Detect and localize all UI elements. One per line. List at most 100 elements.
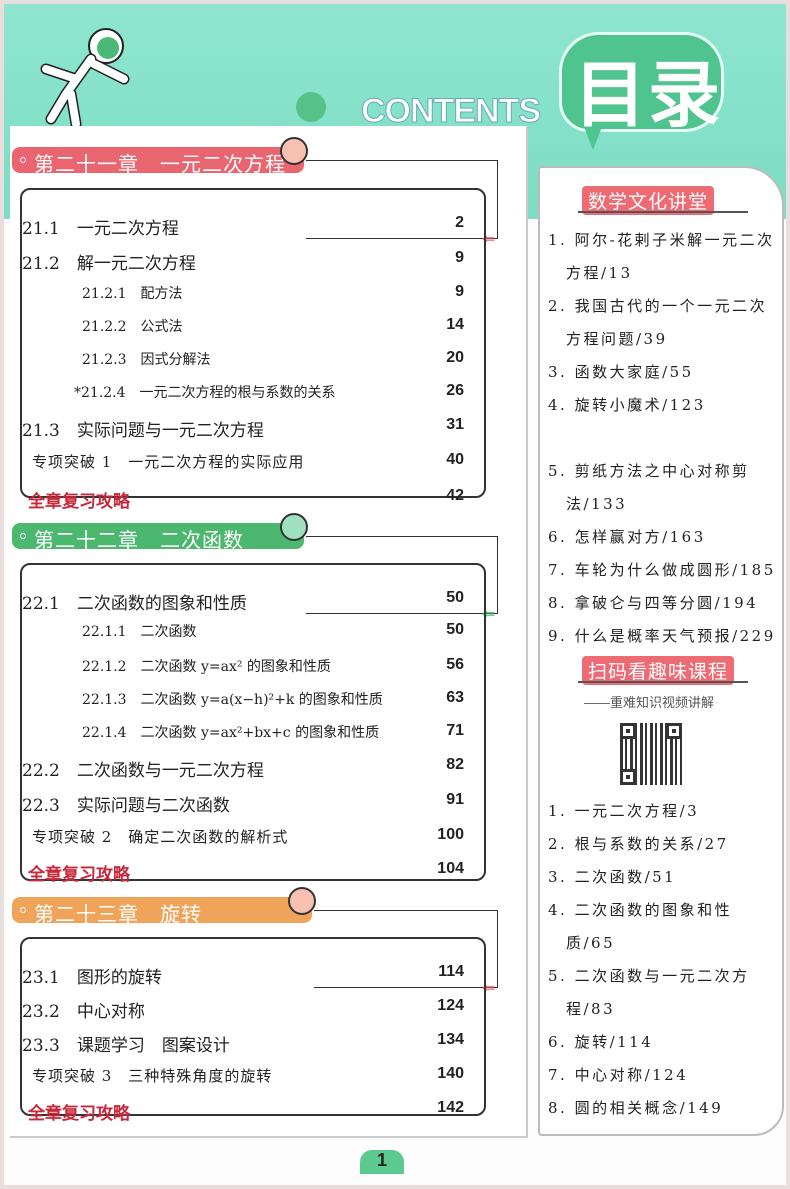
connector-line (314, 910, 498, 988)
videos-title: 扫码看趣味课程 (582, 656, 735, 685)
videos-item[interactable]: 4. 二次函数的图象和性质/65 (548, 901, 733, 952)
entry-title: 全章复习攻略 (28, 492, 130, 511)
chapter-header[interactable]: 第二十二章 二次函数 (12, 523, 304, 552)
qr-code[interactable] (620, 723, 682, 785)
entry-title: 专项突破 2 确定二次函数的解析式 (32, 828, 289, 846)
entry-title: 21.2.3 因式分解法 (82, 352, 211, 368)
videos-subtitle: ——重难知识视频讲解 (584, 695, 715, 710)
toc-entry[interactable]: 21.2.2 公式法 14 (82, 316, 464, 338)
entry-title: 23.3 课题学习 图案设计 (22, 1036, 230, 1056)
title-bubble-tail (579, 114, 607, 150)
culture-title: 数学文化讲堂 (582, 186, 715, 215)
chapter-panel (10, 126, 528, 1138)
chapter-mascot-icon (288, 887, 316, 915)
bullet-icon (20, 157, 26, 163)
chapter-header[interactable]: 第二十三章 旋转 (12, 897, 312, 926)
videos-item[interactable]: 5. 二次函数与一元二次方程/83 (548, 967, 750, 1018)
culture-item[interactable]: 4. 旋转小魔术/123 (548, 396, 706, 414)
videos-title-underline (578, 681, 748, 683)
entry-title: 21.1 一元二次方程 (22, 219, 179, 239)
entry-page-number: 14 (446, 316, 464, 333)
videos-item[interactable]: 1. 一元二次方程/3 (548, 802, 700, 820)
toc-entry[interactable]: 专项突破 1 一元二次方程的实际应用 40 (32, 451, 464, 473)
entry-page-number: 20 (446, 349, 464, 366)
entry-page-number: 9 (455, 249, 464, 266)
sidebar-panel: 数学文化讲堂 1. 阿尔-花剌子米解一元二次方程/13 2. 我国古代的一个一元二… (538, 166, 784, 1136)
chapter-title: 第二十三章 旋转 (34, 904, 202, 926)
entry-page-number: 31 (446, 416, 464, 433)
culture-item[interactable]: 5. 剪纸方法之中心对称剪法/133 (548, 462, 750, 513)
chapter-box (20, 937, 486, 1116)
entry-page-number: 40 (446, 451, 464, 468)
entry-page-number: 42 (446, 487, 464, 504)
toc-entry[interactable]: 21.1 一元二次方程 2 (22, 214, 464, 239)
culture-item[interactable]: 7. 车轮为什么做成圆形/185 (548, 561, 776, 579)
chapter-mascot-icon (280, 513, 308, 541)
entry-page-number: 2 (455, 214, 464, 231)
entry-title: 22.1.4 二次函数 y=ax²+bx+c 的图象和性质 (82, 725, 380, 741)
culture-item[interactable]: 2. 我国古代的一个一元二次方程问题/39 (548, 297, 768, 348)
entry-page-number: 71 (446, 722, 464, 739)
toc-entry[interactable]: 全章复习攻略 42 (28, 487, 464, 511)
qr-finder (620, 723, 636, 739)
videos-item[interactable]: 7. 中心对称/124 (548, 1066, 689, 1084)
toc-entry[interactable]: 22.3 实际问题与二次函数 91 (22, 791, 464, 816)
toc-entry[interactable]: 22.1.4 二次函数 y=ax²+bx+c 的图象和性质 71 (82, 722, 464, 744)
entry-page-number: 124 (437, 997, 464, 1014)
page-number: 1 (360, 1150, 404, 1174)
culture-item[interactable]: 9. 什么是概率天气预报/229 (548, 627, 776, 645)
culture-item[interactable]: 3. 函数大家庭/55 (548, 363, 694, 381)
entry-title: 全章复习攻略 (28, 1104, 130, 1123)
culture-item[interactable]: 6. 怎样赢对方/163 (548, 528, 706, 546)
chapter-box (20, 563, 486, 881)
connector-line (306, 536, 498, 614)
chapter-title: 第二十一章 一元二次方程 (34, 154, 286, 176)
astronaut-illustration (36, 24, 131, 134)
entry-title: 22.1.1 二次函数 (82, 624, 197, 640)
entry-title: 专项突破 1 一元二次方程的实际应用 (32, 453, 305, 471)
entry-title: 22.1 二次函数的图象和性质 (22, 594, 247, 614)
page-title: 目录 (574, 56, 723, 136)
chapter-mascot-icon (280, 137, 308, 165)
culture-item[interactable]: 1. 阿尔-花剌子米解一元二次方程/13 (548, 231, 775, 282)
videos-item[interactable]: 3. 二次函数/51 (548, 868, 677, 886)
entry-title: 22.3 实际问题与二次函数 (22, 796, 230, 816)
videos-item[interactable]: 8. 圆的相关概念/149 (548, 1099, 724, 1117)
chapter-header[interactable]: 第二十一章 一元二次方程 (12, 147, 304, 176)
videos-item[interactable]: 6. 旋转/114 (548, 1033, 654, 1051)
qr-finder (620, 769, 636, 785)
culture-title-underline (578, 211, 748, 213)
bullet-icon (20, 907, 26, 913)
chapter-title: 第二十二章 二次函数 (34, 530, 244, 552)
videos-item[interactable]: 2. 根与系数的关系/27 (548, 835, 729, 853)
entry-title: 21.2 解一元二次方程 (22, 254, 196, 274)
entry-page-number: 82 (446, 756, 464, 773)
entry-title: 22.1.2 二次函数 y=ax² 的图象和性质 (82, 659, 331, 675)
culture-item[interactable]: 8. 拿破仑与四等分圆/194 (548, 594, 759, 612)
chapter-box (20, 188, 486, 498)
entry-page-number: 26 (446, 382, 464, 399)
entry-page-number: 91 (446, 791, 464, 808)
entry-title: 23.2 中心对称 (22, 1002, 145, 1022)
toc-entry[interactable]: 21.2 解一元二次方程 9 (22, 249, 464, 274)
toc-entry[interactable]: 23.2 中心对称 124 (22, 997, 464, 1022)
entry-page-number: 63 (446, 689, 464, 706)
entry-title: 21.2.2 公式法 (82, 319, 183, 335)
entry-title: 23.1 图形的旋转 (22, 968, 162, 988)
toc-entry[interactable]: 21.2.3 因式分解法 20 (82, 349, 464, 371)
